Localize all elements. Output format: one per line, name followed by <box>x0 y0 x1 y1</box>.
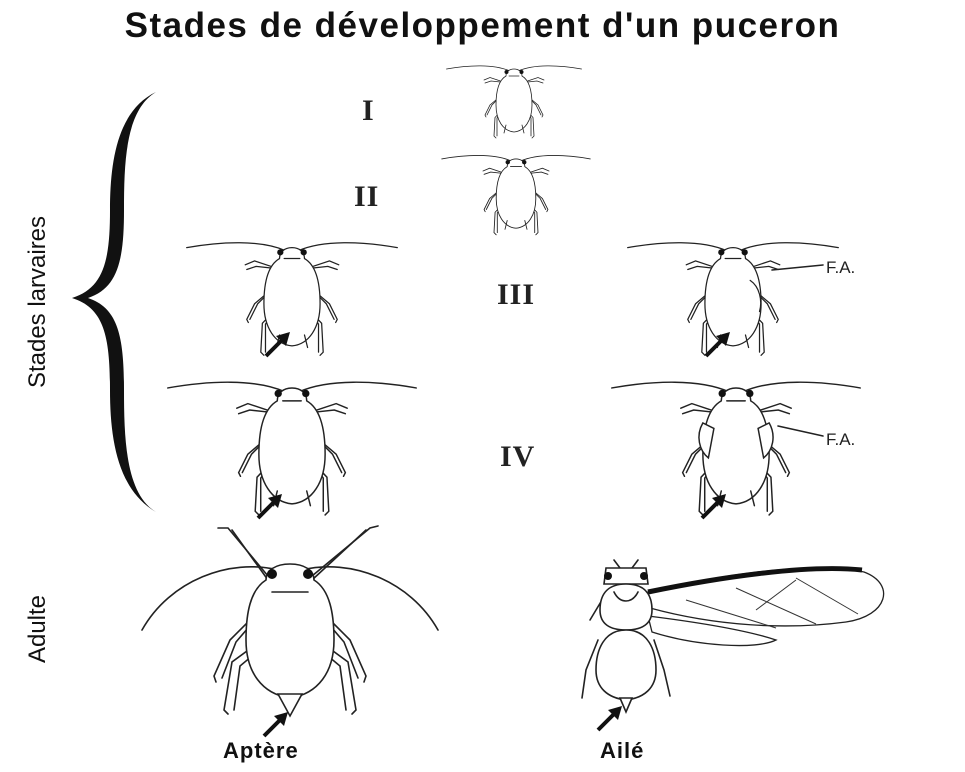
aphid-stage-3-winged <box>628 243 839 356</box>
arrow-icon <box>706 332 730 356</box>
arrow-icon <box>258 494 282 518</box>
aphid-adult-winged <box>582 560 884 712</box>
aphid-stage-3-apterous <box>187 243 398 356</box>
arrow-icon <box>266 332 290 356</box>
arrow-icon <box>264 712 288 736</box>
aphid-stage-1 <box>447 66 582 138</box>
aphid-stage-4-winged <box>612 382 860 515</box>
arrow-icon <box>598 706 622 730</box>
arrow-icon <box>702 494 726 518</box>
wing-pad-pointer-3 <box>772 265 823 270</box>
aphid-stage-2 <box>442 155 591 234</box>
aphid-stage-4-apterous <box>168 382 416 515</box>
forewing <box>648 568 884 626</box>
aphid-adult-apterous <box>142 526 438 716</box>
larval-stages-brace <box>72 92 156 512</box>
wing-pad-pointer-4 <box>778 426 823 436</box>
